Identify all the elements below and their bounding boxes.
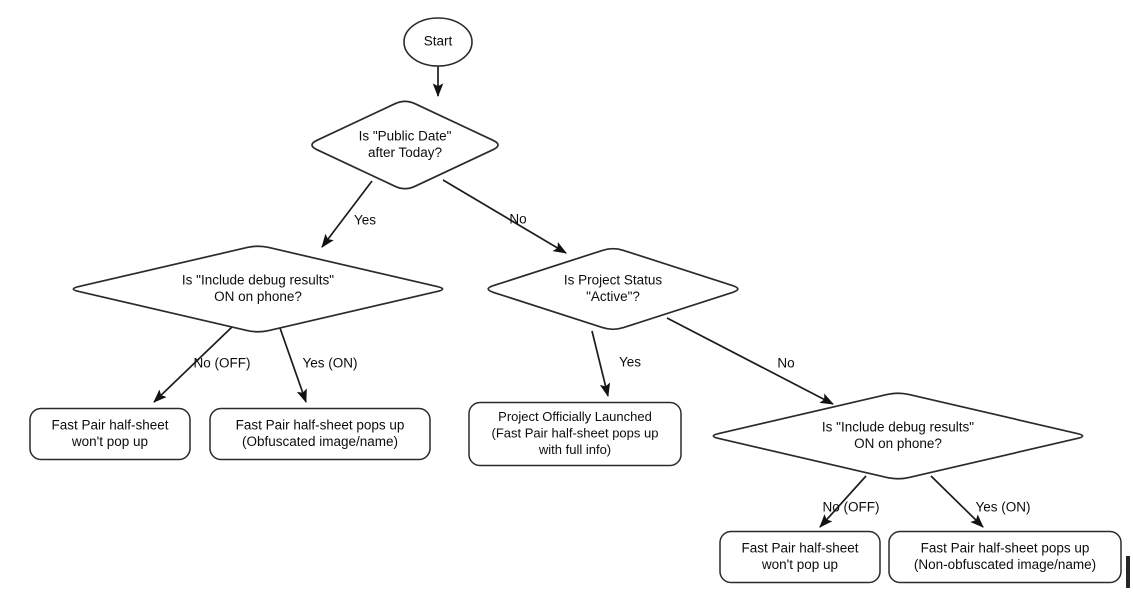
edge-label-project-status-yes: Yes (619, 355, 641, 370)
edge-label-right-debug-yes-on: Yes (ON) (975, 500, 1030, 515)
edges-layer (153, 66, 984, 528)
edge-right-debug-yes-on (930, 475, 984, 528)
edge-label-left-debug-yes-on: Yes (ON) (302, 356, 357, 371)
edge-public-date-yes (321, 180, 373, 248)
node-label-public-date-decision-line-1: after Today? (368, 145, 442, 160)
node-label-project-launched-result-line-0: Project Officially Launched (498, 409, 652, 424)
node-debug-results-right-decision[interactable]: Is "Include debug results" ON on phone? (712, 392, 1084, 480)
edge-label-public-date-yes: Yes (354, 213, 376, 228)
edge-label-public-date-no: No (509, 212, 526, 227)
node-label-public-date-decision-line-0: Is "Public Date" (359, 128, 452, 143)
node-shape-right-no-off-result (719, 530, 881, 584)
node-shape-project-status-decision (487, 247, 739, 331)
node-debug-results-left-decision[interactable]: Is "Include debug results" ON on phone? (72, 245, 444, 333)
edge-project-status-no (666, 317, 834, 405)
node-label-debug-results-left-decision-line-1: ON on phone? (214, 289, 302, 304)
edge-label-project-status-no: No (777, 356, 794, 371)
node-shape-start (403, 17, 473, 67)
nodes-layer: Start Is "Public Date" after Today? Is "Inc… (29, 17, 1122, 584)
artifacts-layer (1126, 556, 1130, 588)
node-label-project-launched-result-line-2: with full info) (538, 442, 611, 457)
node-label-right-yes-on-result-line-0: Fast Pair half-sheet pops up (921, 540, 1090, 555)
node-shape-project-launched-result (468, 401, 682, 467)
node-left-yes-on-result[interactable]: Fast Pair half-sheet pops up (Obfuscated … (209, 407, 431, 461)
node-shape-left-no-off-result (29, 407, 191, 461)
node-shape-debug-results-left-decision (72, 245, 444, 333)
node-label-project-status-decision-line-1: "Active"? (586, 289, 640, 304)
edge-label-right-debug-no-off: No (OFF) (823, 500, 880, 515)
node-project-launched-result[interactable]: Project Officially Launched(Fast Pair ha… (468, 401, 682, 467)
node-shape-left-yes-on-result (209, 407, 431, 461)
node-label-left-no-off-result-line-1: won't pop up (71, 434, 148, 449)
node-public-date-decision[interactable]: Is "Public Date" after Today? (311, 100, 499, 190)
edge-left-debug-no-off (153, 326, 233, 403)
node-shape-right-yes-on-result (888, 530, 1122, 584)
node-right-yes-on-result[interactable]: Fast Pair half-sheet pops up (Non-obfusca… (888, 530, 1122, 584)
node-label-start-line-0: Start (424, 34, 453, 49)
node-label-left-yes-on-result-line-1: (Obfuscated image/name) (242, 434, 398, 449)
node-label-project-launched-result-line-1: (Fast Pair half-sheet pops up (492, 425, 659, 440)
edge-public-date-no (442, 179, 567, 254)
node-right-no-off-result[interactable]: Fast Pair half-sheet won't pop up (719, 530, 881, 584)
node-label-debug-results-right-decision-line-0: Is "Include debug results" (822, 419, 974, 434)
edge-label-left-debug-no-off: No (OFF) (194, 356, 251, 371)
node-start[interactable]: Start (403, 17, 473, 67)
node-label-right-yes-on-result-line-1: (Non-obfuscated image/name) (914, 557, 1096, 572)
artifact-right-edge-mark (1126, 556, 1130, 588)
edge-project-status-yes (591, 330, 611, 397)
node-shape-debug-results-right-decision (712, 392, 1084, 480)
node-label-right-no-off-result-line-1: won't pop up (761, 557, 838, 572)
node-label-project-status-decision-line-0: Is Project Status (564, 272, 663, 287)
node-left-no-off-result[interactable]: Fast Pair half-sheet won't pop up (29, 407, 191, 461)
node-label-left-yes-on-result-line-0: Fast Pair half-sheet pops up (236, 417, 405, 432)
node-project-status-decision[interactable]: Is Project Status "Active"? (487, 247, 739, 331)
node-label-debug-results-left-decision-line-0: Is "Include debug results" (182, 272, 334, 287)
node-label-debug-results-right-decision-line-1: ON on phone? (854, 436, 942, 451)
edge-left-debug-yes-on (279, 327, 307, 403)
node-shape-public-date-decision (311, 100, 499, 190)
node-label-left-no-off-result-line-0: Fast Pair half-sheet (51, 417, 168, 432)
edge-right-debug-no-off (819, 475, 867, 528)
node-label-right-no-off-result-line-0: Fast Pair half-sheet (741, 540, 858, 555)
